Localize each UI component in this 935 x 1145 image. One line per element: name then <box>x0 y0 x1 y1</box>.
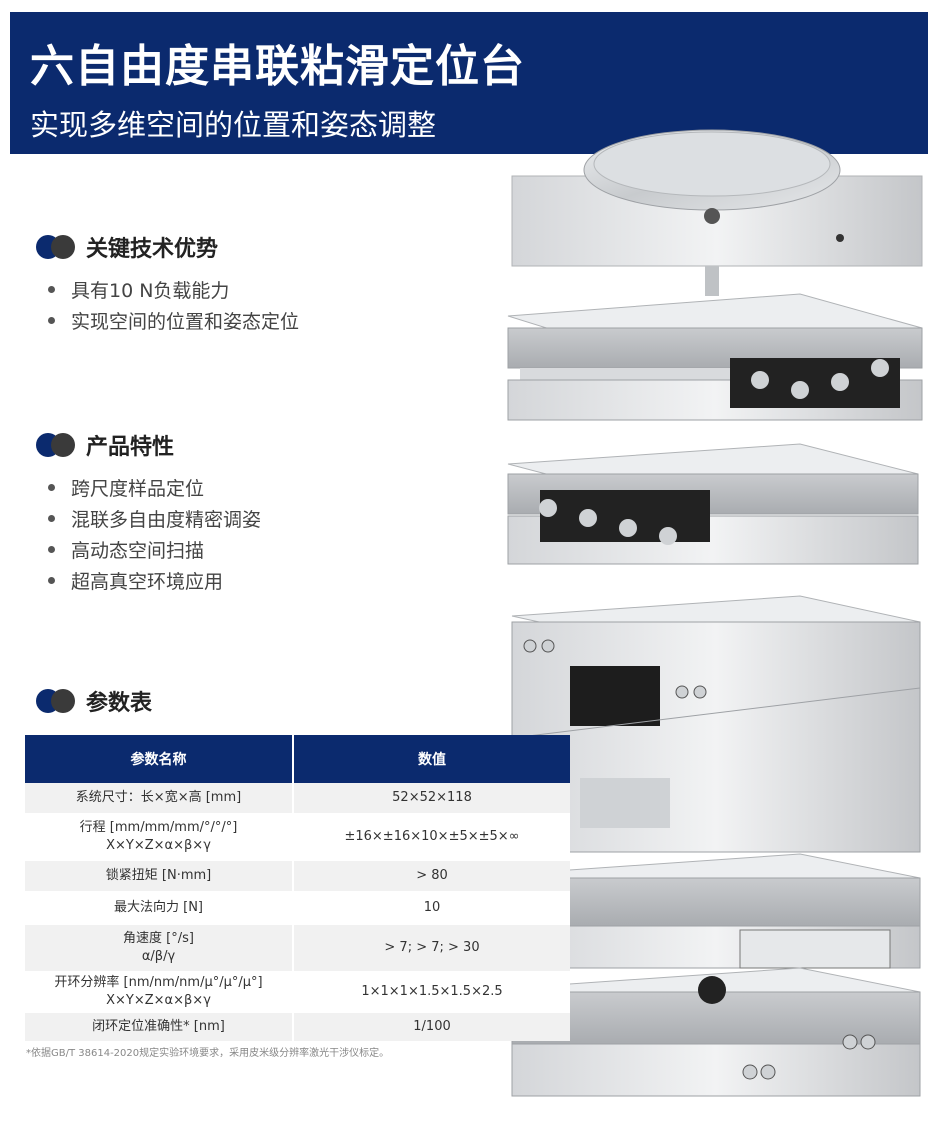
section-heading: 参数表 <box>36 686 152 716</box>
double-dot-icon <box>36 433 78 457</box>
list-item-text: 具有10 N负载能力 <box>71 280 230 302</box>
param-name: 最大法向力 [N] <box>25 891 294 925</box>
list-item: 混联多自由度精密调姿 <box>48 503 261 534</box>
bullet-dot-icon <box>48 317 55 324</box>
section-title: 产品特性 <box>86 435 175 460</box>
parameter-table: 参数名称 数值 系统尺寸：长×宽×高 [mm] 52×52×118 行程 [mm… <box>25 735 570 1041</box>
section-title: 参数表 <box>86 691 153 716</box>
table-header-row: 参数名称 数值 <box>25 735 570 783</box>
list-item: 跨尺度样品定位 <box>48 472 261 503</box>
page-subtitle: 实现多维空间的位置和姿态调整 <box>30 108 437 142</box>
section-heading: 产品特性 <box>36 430 261 460</box>
list-item-text: 跨尺度样品定位 <box>71 478 205 500</box>
param-value: ±16×±16×10×±5×±5×∞ <box>293 813 570 861</box>
list-item-text: 实现空间的位置和姿态定位 <box>71 311 300 333</box>
list-item: 实现空间的位置和姿态定位 <box>48 305 299 336</box>
bullet-list: 具有10 N负载能力 实现空间的位置和姿态定位 <box>48 274 299 336</box>
section-features: 产品特性 跨尺度样品定位 混联多自由度精密调姿 高动态空间扫描 超高真空环境应用 <box>36 430 261 596</box>
list-item: 超高真空环境应用 <box>48 565 261 596</box>
table-row: 系统尺寸：长×宽×高 [mm] 52×52×118 <box>25 783 570 813</box>
param-value: 10 <box>293 891 570 925</box>
linear-stage-x <box>511 967 921 1097</box>
positioner-stack-illustration <box>507 129 923 1097</box>
table-row: 闭环定位准确性* [nm] 1/100 <box>25 1013 570 1041</box>
param-value: > 80 <box>293 861 570 891</box>
param-value: > 7; > 7; > 30 <box>293 925 570 971</box>
section-heading: 关键技术优势 <box>36 232 299 262</box>
list-item-text: 超高真空环境应用 <box>71 571 224 593</box>
column-header-value: 数值 <box>293 735 570 783</box>
double-dot-icon <box>36 689 78 713</box>
bullet-dot-icon <box>48 484 55 491</box>
param-value: 52×52×118 <box>293 783 570 813</box>
param-name: 闭环定位准确性* [nm] <box>25 1013 294 1041</box>
bullet-dot-icon <box>48 515 55 522</box>
table-row: 锁紧扭矩 [N·mm] > 80 <box>25 861 570 891</box>
param-name: 开环分辨率 [nm/nm/nm/μ°/μ°/μ°]X×Y×Z×α×β×γ <box>25 971 294 1013</box>
list-item: 高动态空间扫描 <box>48 534 261 565</box>
z-lift-stage <box>511 595 921 853</box>
table-row: 角速度 [°/s]α/β/γ > 7; > 7; > 30 <box>25 925 570 971</box>
section-params: 参数表 <box>36 686 152 716</box>
bullet-dot-icon <box>48 577 55 584</box>
param-name: 锁紧扭矩 [N·mm] <box>25 861 294 891</box>
footnote: *依据GB/T 38614-2020规定实验环境要求，采用皮米级分辨率激光干涉仪… <box>26 1048 390 1059</box>
bullet-dot-icon <box>48 546 55 553</box>
param-name: 角速度 [°/s]α/β/γ <box>25 925 294 971</box>
double-dot-icon <box>36 235 78 259</box>
param-name: 行程 [mm/mm/mm/°/°/°]X×Y×Z×α×β×γ <box>25 813 294 861</box>
table-row: 最大法向力 [N] 10 <box>25 891 570 925</box>
tilt-stage-upper <box>507 293 923 421</box>
rotation-stage <box>511 129 923 296</box>
page-title: 六自由度串联粘滑定位台 <box>30 41 525 92</box>
column-header-name: 参数名称 <box>25 735 294 783</box>
list-item-text: 高动态空间扫描 <box>71 540 205 562</box>
tilt-stage-lower <box>507 443 919 565</box>
list-item-text: 混联多自由度精密调姿 <box>71 509 262 531</box>
section-title: 关键技术优势 <box>86 237 219 262</box>
param-value: 1×1×1×1.5×1.5×2.5 <box>293 971 570 1013</box>
list-item: 具有10 N负载能力 <box>48 274 299 305</box>
linear-stage-y <box>511 853 921 969</box>
table-row: 行程 [mm/mm/mm/°/°/°]X×Y×Z×α×β×γ ±16×±16×1… <box>25 813 570 861</box>
bullet-list: 跨尺度样品定位 混联多自由度精密调姿 高动态空间扫描 超高真空环境应用 <box>48 472 261 596</box>
header-banner: 六自由度串联粘滑定位台 实现多维空间的位置和姿态调整 <box>10 12 928 154</box>
bullet-dot-icon <box>48 286 55 293</box>
param-value: 1/100 <box>293 1013 570 1041</box>
table-row: 开环分辨率 [nm/nm/nm/μ°/μ°/μ°]X×Y×Z×α×β×γ 1×1… <box>25 971 570 1013</box>
section-advantages: 关键技术优势 具有10 N负载能力 实现空间的位置和姿态定位 <box>36 232 299 336</box>
param-name: 系统尺寸：长×宽×高 [mm] <box>25 783 294 813</box>
